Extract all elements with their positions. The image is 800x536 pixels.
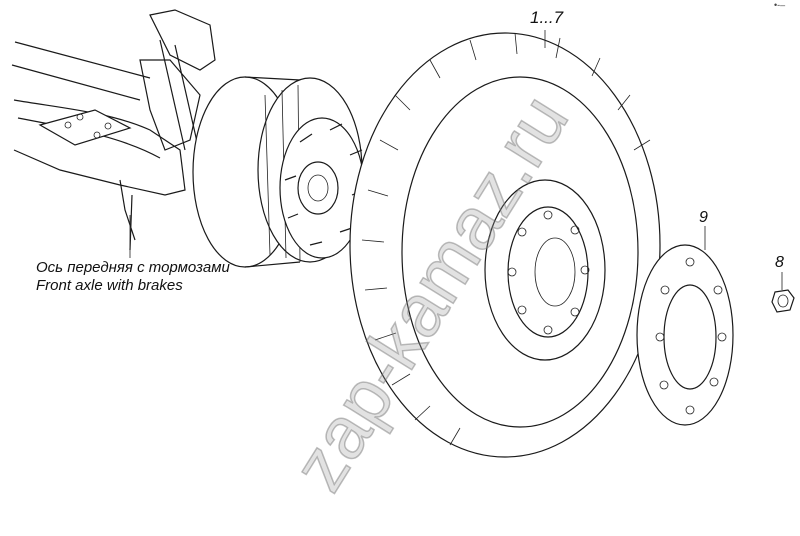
axle-caption-en: Front axle with brakes [36,277,183,294]
corner-mark: •-– [774,0,786,10]
ring-drawing [636,244,734,426]
rim-bolt-holes [507,210,590,335]
part-number-ring: 9 [699,209,708,226]
leader-lines [129,30,783,290]
exploded-diagram [11,9,795,458]
axle-caption-ru: Ось передняя с тормозами [36,259,230,276]
front-axle-drawing [11,9,216,251]
wheel-tyre-drawing [349,32,661,458]
brake-drum-drawing [192,76,365,268]
nut-drawing [771,289,795,313]
part-number-nut: 8 [775,254,784,271]
axle-caption: Ось передняя с тормозами Front axle with… [36,259,230,295]
part-number-wheel: 1...7 [530,8,564,27]
wheel-studs [284,123,365,246]
